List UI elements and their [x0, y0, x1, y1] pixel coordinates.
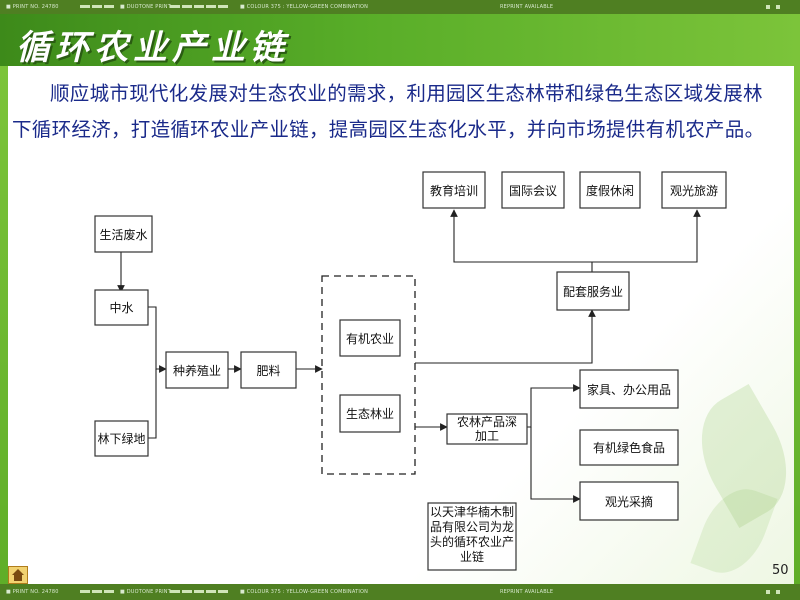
slide-title: 循环农业产业链: [16, 28, 289, 68]
strip-text-duotone: ■ DUOTONE PRINT: [120, 4, 171, 10]
node-eco-forestry: 生态林业: [339, 394, 401, 433]
strip-text-colour: ■ COLOUR 375 : YELLOW-GREEN COMBINATION: [240, 4, 369, 10]
node-furniture-office: 家具、办公用品: [579, 369, 679, 409]
strip-text-reprint: REPRINT AVAILABLE: [500, 589, 554, 595]
node-domestic-wastewater: 生活废水: [94, 215, 153, 253]
svg-text:有机绿色食品: 有机绿色食品: [593, 440, 665, 455]
node-understory-green: 林下绿地: [94, 420, 149, 457]
svg-text:生活废水: 生活废水: [99, 227, 147, 242]
strip-bars: [170, 590, 228, 593]
strip-bars: [80, 5, 114, 8]
page-number: 50: [772, 563, 789, 578]
edge-group-to-services: [415, 309, 596, 364]
node-organic-agriculture: 有机农业: [339, 319, 401, 357]
node-international-conference: 国际会议: [501, 171, 565, 209]
diagram-edges: [117, 209, 701, 503]
node-planting-breeding: 种养殖业: [165, 351, 229, 389]
edge-understory-to-planting: [148, 369, 157, 439]
strip-text-print-no: ■ PRINT NO. 24780: [6, 4, 59, 10]
svg-text:度假休闲: 度假休闲: [586, 183, 634, 198]
svg-text:农林产品深加工: 农林产品深加工: [457, 415, 517, 443]
svg-text:观光采摘: 观光采摘: [605, 494, 653, 509]
strip-text-duotone: ■ DUOTONE PRINT: [120, 589, 171, 595]
svg-text:以天津华楠木制品有限公司为龙头的循环农业产业链: 以天津华楠木制品有限公司为龙头的循环农业产业链: [430, 504, 514, 564]
edge-processing-to-picking: [530, 427, 581, 503]
left-decorative-bar: [0, 66, 8, 584]
node-vacation-leisure: 度假休闲: [579, 171, 641, 209]
svg-text:教育培训: 教育培训: [430, 183, 478, 198]
svg-text:观光旅游: 观光旅游: [670, 184, 718, 198]
node-sightseeing-picking: 观光采摘: [579, 481, 679, 521]
svg-text:中水: 中水: [109, 300, 133, 315]
svg-text:家具、办公用品: 家具、办公用品: [587, 382, 671, 397]
right-decorative-bar: [794, 66, 800, 584]
strip-square: [766, 5, 770, 9]
intro-paragraph: 顺应城市现代化发展对生态农业的需求，利用园区生态林带和绿色生态区域发展林下循环经…: [12, 82, 765, 141]
node-organic-green-food: 有机绿色食品: [579, 429, 679, 466]
bottom-decorative-bar: ■ PRINT NO. 24780 ■ DUOTONE PRINT ■ COLO…: [0, 584, 800, 600]
svg-text:国际会议: 国际会议: [509, 184, 557, 198]
node-education-training: 教育培训: [422, 171, 486, 209]
strip-square: [776, 590, 780, 594]
svg-text:林下绿地: 林下绿地: [97, 431, 145, 446]
svg-text:生态林业: 生态林业: [346, 407, 394, 421]
svg-text:肥料: 肥料: [256, 364, 280, 378]
home-icon[interactable]: [8, 566, 28, 584]
strip-text-reprint: REPRINT AVAILABLE: [500, 4, 554, 10]
node-sightseeing-tourism: 观光旅游: [661, 171, 727, 209]
node-deep-processing: 农林产品深加工: [446, 413, 528, 445]
strip-bars: [80, 590, 114, 593]
title-band: [0, 14, 800, 66]
strip-text-colour: ■ COLOUR 375 : YELLOW-GREEN COMBINATION: [240, 589, 369, 595]
svg-text:有机农业: 有机农业: [346, 332, 394, 346]
edge-services-to-tourism: [592, 209, 701, 263]
strip-square: [776, 5, 780, 9]
edge-processing-to-furniture: [527, 384, 581, 428]
dashed-group-box: [321, 275, 416, 475]
node-fertilizer: 肥料: [240, 351, 297, 389]
edge-reclaimed-to-planting: [148, 306, 167, 373]
strip-square: [766, 590, 770, 594]
strip-text-print-no: ■ PRINT NO. 24780: [6, 589, 59, 595]
top-decorative-bar: ■ PRINT NO. 24780 ■ DUOTONE PRINT ■ COLO…: [0, 0, 800, 14]
svg-text:种养殖业: 种养殖业: [173, 363, 221, 378]
svg-text:配套服务业: 配套服务业: [563, 284, 623, 299]
node-supporting-services: 配套服务业: [556, 271, 630, 311]
edge-services-to-education: [450, 209, 593, 272]
strip-bars: [170, 5, 228, 8]
node-note: 以天津华楠木制品有限公司为龙头的循环农业产业链: [427, 502, 517, 571]
node-reclaimed-water: 中水: [94, 289, 149, 326]
